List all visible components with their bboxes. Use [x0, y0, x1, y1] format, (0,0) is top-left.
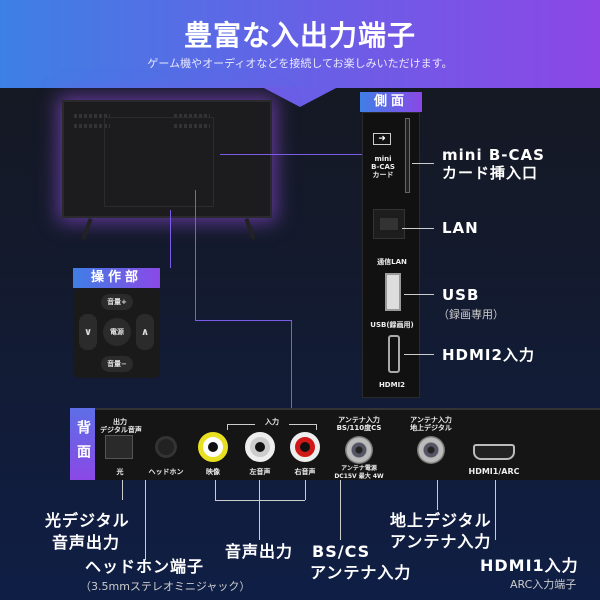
bcas-slot[interactable] — [405, 118, 410, 193]
right-audio-label: 右音声 — [294, 468, 316, 476]
page-title: 豊富な入出力端子 — [183, 19, 416, 52]
bcas-port-label: mini B-CAS カード — [371, 155, 395, 179]
terrestrial-top-label: アンテナ入力 地上デジタル — [410, 416, 452, 432]
usb-port-label: USB(録画用) — [370, 321, 414, 329]
bs-top-label: アンテナ入力 BS/110度CS — [336, 416, 382, 432]
optical-port[interactable] — [105, 435, 133, 459]
header-banner — [0, 0, 600, 88]
headphone-port-label: ヘッドホン — [148, 468, 184, 476]
bs-bottom-label: アンテナ電源 DC15V 最大 4W — [334, 465, 384, 480]
lan-label: LAN — [442, 219, 479, 237]
side-panel: ➜ mini B-CAS カード 通信LAN USB(録画用) HDMI2 — [362, 112, 420, 398]
hdmi2-port[interactable] — [388, 335, 400, 373]
usb-label: USB — [442, 286, 480, 304]
hdmi2-label: HDMI2入力 — [442, 346, 535, 364]
terrestrial-label-1: 地上デジタル — [390, 511, 492, 530]
optical-top-label: 出力 デジタル音声 — [100, 418, 142, 434]
side-tag: 側面 — [360, 92, 422, 112]
hdmi1-note: ARC入力端子 — [510, 578, 577, 591]
volume-up-button[interactable]: 音量+ — [101, 294, 133, 310]
optical-port-label: 光 — [116, 468, 124, 476]
terrestrial-antenna-port[interactable] — [417, 436, 445, 464]
lan-port-label: 通信LAN — [377, 258, 407, 266]
tv-rear-image — [62, 100, 272, 218]
back-tag: 背面 — [70, 408, 95, 480]
right-audio-rca-port[interactable] — [290, 432, 320, 462]
input-group-label: 入力 — [255, 418, 289, 426]
hdmi2-port-label: HDMI2 — [378, 381, 406, 389]
page-subtitle: ゲーム機やオーディオなどを接続してお楽しみいただけます。 — [147, 57, 453, 70]
hdmi1-port-label: HDMI1/ARC — [468, 467, 520, 476]
arrow-icon: ➜ — [373, 133, 391, 145]
bs-label-2: アンテナ入力 — [310, 563, 412, 582]
headphone-label: ヘッドホン端子 — [85, 557, 205, 576]
back-panel: 出力 デジタル音声 光 ヘッドホン 入力 映像 左音声 右音声 アンテナ入力 B… — [95, 408, 600, 480]
headphone-note: （3.5mmステレオミニジャック） — [80, 580, 251, 593]
volume-down-button[interactable]: 音量− — [101, 356, 133, 372]
terrestrial-label-2: アンテナ入力 — [390, 532, 492, 551]
bcas-label-2: カード挿入口 — [442, 164, 539, 182]
usb-port[interactable] — [385, 273, 401, 311]
left-audio-label: 左音声 — [249, 468, 271, 476]
hdmi1-port[interactable] — [473, 444, 515, 460]
header-pointer — [262, 87, 338, 107]
bcas-label-1: mini B-CAS — [442, 146, 545, 164]
channel-down-button[interactable]: ∨ — [79, 314, 97, 350]
bs-antenna-port[interactable] — [345, 436, 373, 464]
headphone-port[interactable] — [155, 436, 177, 458]
channel-up-button[interactable]: ∧ — [136, 314, 154, 350]
usb-note: （録画専用） — [438, 308, 504, 321]
audio-output-label: 音声出力 — [225, 542, 294, 561]
optical-label-1: 光デジタル — [45, 511, 130, 530]
hdmi1-label: HDMI1入力 — [480, 556, 579, 575]
video-rca-port[interactable] — [198, 432, 228, 462]
power-button[interactable]: 電源 — [103, 318, 131, 346]
control-buttons: 音量+ 音量− 電源 ∨ ∧ — [73, 288, 160, 378]
video-label: 映像 — [206, 468, 220, 476]
bs-label-1: BS/CS — [312, 542, 371, 561]
control-tag: 操作部 — [73, 268, 160, 288]
left-audio-rca-port[interactable] — [245, 432, 275, 462]
optical-label-2: 音声出力 — [52, 533, 121, 552]
lan-port[interactable] — [373, 209, 405, 239]
